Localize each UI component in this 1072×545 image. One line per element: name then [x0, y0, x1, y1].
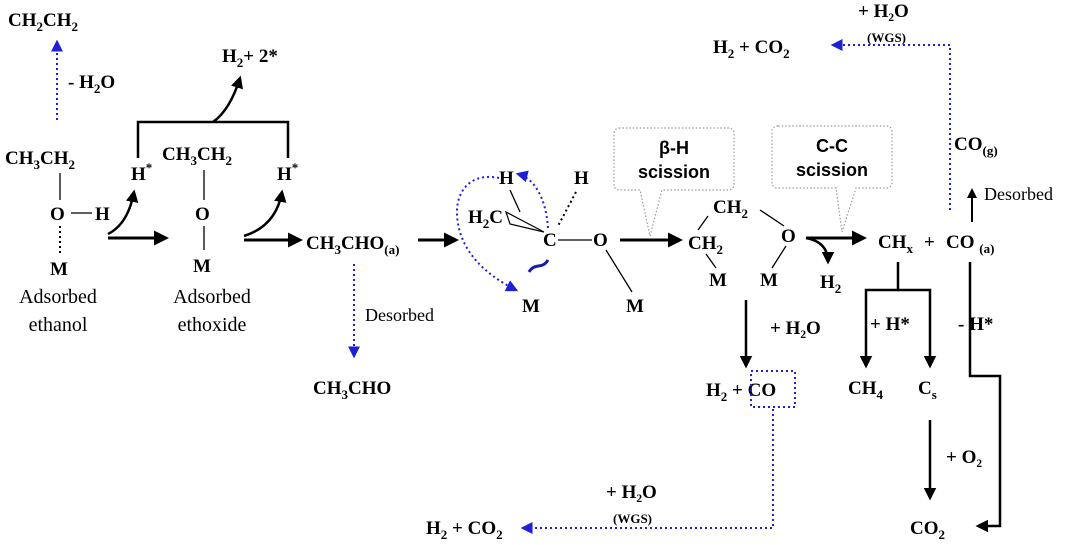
wgs-bottom-product: H2 + CO2	[426, 518, 503, 542]
ring-ch2-top: CH2	[713, 197, 748, 221]
h2co-product: H2 + CO	[706, 380, 776, 404]
beta-h-label-line1: β-H	[659, 138, 689, 158]
curly-arrow-to-m	[455, 175, 519, 292]
ring-bond-3	[705, 253, 717, 269]
h-abstraction-arrow-1	[107, 189, 139, 236]
bond-o-m	[605, 249, 633, 293]
ethoxide-label-line2: ethoxide	[178, 314, 247, 336]
dehydration-label: - H2O	[68, 72, 115, 96]
minus-h-label: - H*	[958, 314, 993, 335]
acetaldehyde-adsorbed: CH3CHO(a)	[306, 233, 399, 257]
plus-h-label: + H*	[870, 314, 910, 335]
chx-formula: CHx	[878, 232, 914, 256]
beta-h-label-line2: scission	[638, 162, 710, 182]
ethoxide-h-star: H*	[277, 160, 298, 185]
wgs-top-arrow	[830, 39, 951, 210]
co-desorbed-label: Desorbed	[984, 184, 1053, 204]
ethoxide-oxygen: O	[195, 204, 210, 225]
ring-m1: M	[709, 270, 727, 291]
oxametallacycle-o: O	[593, 230, 608, 251]
ring-bond-4	[771, 245, 787, 269]
wedge-bond	[504, 210, 545, 233]
arrow-to-cs	[898, 288, 937, 369]
ethanol-h-star: H*	[131, 160, 152, 185]
ring-h2-product: H2	[820, 272, 841, 296]
h2-release-formula: H2+ 2*	[222, 46, 278, 70]
ethanol-oxygen: O	[50, 204, 65, 225]
wavy-c-m-bond	[527, 259, 550, 273]
ethoxide-metal: M	[193, 256, 211, 277]
ethoxide-label-line1: Adsorbed	[173, 286, 251, 308]
wgs-bottom-tag: (WGS)	[613, 511, 652, 526]
curly-arrow-to-h	[515, 170, 549, 229]
ethanol-metal: M	[50, 259, 68, 280]
wgs-bottom-h2o: + H₂O	[606, 482, 657, 503]
oxametallacycle-c: C	[543, 230, 557, 251]
oxametallacycle-m1: M	[522, 296, 540, 317]
arrow-co-to-co2	[968, 262, 1002, 533]
o2-add-label: + O₂	[946, 447, 982, 468]
co-adsorbed: CO (a)	[946, 232, 994, 256]
oxametallacycle-m2: M	[626, 296, 644, 317]
ethene-formula: CH2CH2	[8, 10, 78, 34]
plus-sign: +	[924, 232, 935, 253]
cs-product: Cs	[918, 378, 937, 402]
bond-h-h2c	[509, 189, 521, 213]
oxametallacycle-h2c: H2C	[468, 207, 503, 231]
co-highlight-box	[750, 370, 796, 408]
ethanol-label-line1: Adsorbed	[19, 286, 97, 308]
acetaldehyde-desorbed-label: Desorbed	[365, 305, 434, 325]
ethanol-hydrogen: H	[95, 204, 110, 225]
ring-o: O	[781, 226, 796, 247]
wgs-top-tag: (WGS)	[867, 30, 906, 45]
ring-h2o-add: + H₂O	[770, 318, 821, 339]
ethoxide-ch3ch2: CH3CH2	[162, 144, 232, 168]
ring-m2: M	[760, 270, 778, 291]
wgs-top-h2o: + H₂O	[858, 1, 909, 22]
ethanol-ch3ch2: CH3CH2	[5, 148, 75, 172]
h2-release-arrow-2	[805, 236, 835, 265]
h-abstraction-arrow-2	[243, 189, 287, 238]
cc-label-line2: scission	[796, 160, 868, 180]
wgs-top-product: H2 + CO2	[713, 37, 790, 61]
beta-h-callout	[613, 127, 735, 237]
h2-release-arrow	[212, 75, 243, 124]
ring-bond-2	[759, 209, 785, 227]
cc-callout	[771, 125, 893, 233]
co-gas: CO(g)	[954, 134, 998, 158]
oxametallacycle-h: H	[499, 168, 514, 189]
oxametallacycle-h2: H	[574, 168, 589, 189]
wgs-bottom-arrow	[520, 409, 774, 534]
ethanol-label-line2: ethanol	[29, 314, 88, 336]
ch4-product: CH4	[848, 378, 884, 402]
ring-ch2-left: CH2	[688, 233, 723, 257]
cc-label-line1: C-C	[816, 136, 848, 156]
acetaldehyde-gas: CH3CHO	[313, 378, 391, 402]
arrow-to-ch4	[859, 262, 900, 369]
ring-bond-1	[697, 215, 709, 231]
co2-bottom-product: CO2	[910, 518, 945, 542]
hashed-bond-c-h	[557, 191, 577, 227]
